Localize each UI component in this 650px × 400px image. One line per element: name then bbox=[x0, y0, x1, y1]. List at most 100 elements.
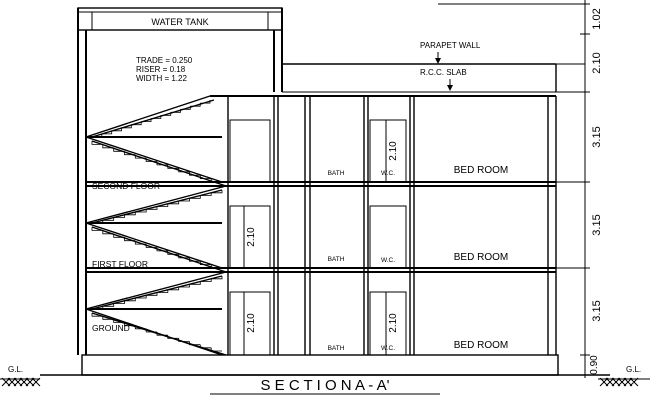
bedroom-label-top: BED ROOM bbox=[454, 165, 508, 176]
stair-step bbox=[92, 133, 103, 138]
stair-step bbox=[135, 295, 147, 299]
stair-step bbox=[211, 190, 223, 194]
stair-step bbox=[210, 347, 222, 352]
stair-step bbox=[190, 103, 201, 107]
stair-step bbox=[102, 316, 114, 320]
stair-step bbox=[178, 254, 190, 259]
stair-step bbox=[113, 214, 125, 218]
stair-step bbox=[131, 121, 142, 126]
stair-step bbox=[210, 178, 222, 183]
stair-step bbox=[156, 332, 168, 336]
stair-step bbox=[178, 198, 190, 202]
stair-step bbox=[134, 240, 147, 245]
dim-floor-3-height: 3.15 bbox=[591, 126, 603, 147]
wc-label-top: W.C. bbox=[381, 170, 395, 177]
bedroom-label-middle: BED ROOM bbox=[454, 252, 508, 263]
stair-step bbox=[167, 250, 179, 255]
dimension-chain bbox=[438, 0, 590, 378]
stair-step bbox=[134, 154, 147, 159]
stair-step bbox=[211, 276, 223, 280]
stair-step bbox=[210, 264, 222, 269]
stair-step bbox=[199, 261, 212, 265]
floor-slabs bbox=[86, 136, 556, 310]
parapet-wall bbox=[282, 63, 586, 93]
stair-trade-label: TRADE = 0.250 bbox=[136, 56, 193, 65]
stair-step bbox=[146, 292, 158, 296]
stair-step bbox=[146, 206, 158, 210]
gl-left-label: G.L. bbox=[8, 365, 23, 374]
stair-step bbox=[157, 289, 169, 293]
gl-right-label: G.L. bbox=[626, 365, 641, 374]
wc-label-bottom: W.C. bbox=[381, 345, 395, 352]
stair-step bbox=[91, 227, 103, 231]
door-height-bottom-left: 2.10 bbox=[246, 313, 257, 333]
stair-step bbox=[135, 209, 147, 213]
stair-step bbox=[180, 106, 191, 110]
room-walls bbox=[227, 96, 557, 355]
stair-step bbox=[167, 201, 180, 205]
bath-label-middle: BATH bbox=[328, 256, 345, 263]
stair-step bbox=[156, 247, 168, 252]
stair-step bbox=[145, 328, 157, 333]
stair-step bbox=[156, 161, 168, 166]
stair-step bbox=[145, 244, 157, 248]
stair-riser-label: RISER = 0.18 bbox=[136, 65, 186, 74]
stair-width-label: WIDTH = 1.22 bbox=[136, 74, 187, 83]
stair-step bbox=[167, 164, 179, 169]
stair-step bbox=[151, 115, 162, 119]
stair-step bbox=[113, 300, 125, 304]
stair-step bbox=[102, 303, 115, 307]
stair-step bbox=[167, 287, 180, 291]
dim-tank-height: 1.02 bbox=[591, 8, 603, 29]
stair-step bbox=[178, 168, 190, 173]
stair-step bbox=[124, 237, 136, 242]
stair-step bbox=[92, 306, 104, 310]
stair-step bbox=[102, 144, 114, 149]
stair-step bbox=[134, 325, 147, 330]
door-height-bottom-right: 2.10 bbox=[388, 313, 399, 333]
wc-label-middle: W.C. bbox=[381, 257, 395, 264]
stair-step bbox=[189, 195, 201, 199]
ground-floor-label: GROUND bbox=[92, 323, 130, 333]
water-tank-label: WATER TANK bbox=[151, 17, 208, 27]
leader-arrows bbox=[435, 52, 453, 91]
stair-step bbox=[124, 151, 136, 156]
stair-step bbox=[91, 141, 103, 145]
stair-step bbox=[189, 341, 201, 346]
bath-label-bottom: BATH bbox=[328, 345, 345, 352]
first-floor-label: FIRST FLOOR bbox=[92, 259, 148, 269]
stair-step bbox=[199, 175, 212, 179]
stair-step bbox=[124, 212, 136, 216]
dim-parapet-height: 2.10 bbox=[591, 52, 603, 73]
rcc-slab-label: R.C.C. SLAB bbox=[420, 68, 467, 77]
stair-step bbox=[91, 313, 103, 317]
stair-step bbox=[200, 278, 212, 282]
stair-step bbox=[200, 192, 212, 196]
stair-step bbox=[157, 203, 169, 207]
section-title: S E C T I O N A - A' bbox=[260, 377, 389, 394]
stair-step bbox=[111, 127, 122, 132]
stair-step bbox=[200, 100, 211, 104]
stair-step bbox=[189, 171, 201, 176]
door-dim-lines bbox=[238, 119, 392, 356]
bath-label-top: BATH bbox=[328, 170, 345, 177]
second-floor-label: SECOND FLOOR bbox=[92, 181, 160, 191]
stair-step bbox=[101, 130, 113, 135]
stair-flights bbox=[85, 95, 227, 356]
stair-step bbox=[189, 281, 201, 285]
stair-step bbox=[160, 112, 172, 116]
stair-step bbox=[113, 319, 125, 323]
stair-treads bbox=[91, 100, 223, 352]
stair-step bbox=[102, 230, 114, 235]
stair-step bbox=[189, 257, 201, 262]
stair-step bbox=[102, 217, 115, 221]
earth-hatch-left bbox=[1, 377, 41, 387]
stair-step bbox=[141, 118, 152, 122]
dim-floor-1-height: 3.15 bbox=[591, 300, 603, 321]
stair-step bbox=[199, 344, 212, 349]
door-height-top: 2.10 bbox=[388, 141, 399, 161]
stair-step bbox=[121, 124, 132, 129]
dim-plinth-height: 0.90 bbox=[589, 355, 600, 375]
stair-step bbox=[167, 335, 179, 339]
